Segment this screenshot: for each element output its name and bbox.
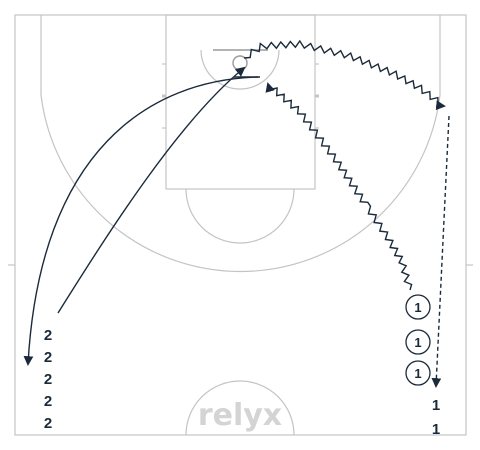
player-circle bbox=[405, 294, 431, 320]
sprint-path-dashed bbox=[431, 115, 450, 388]
watermark: relyx bbox=[198, 398, 282, 433]
court-lines bbox=[8, 14, 473, 436]
cut-path-2 bbox=[57, 66, 246, 314]
player-circle bbox=[405, 360, 431, 386]
group-1-players: 1 1 1 1 1 bbox=[405, 294, 440, 438]
player-label: 2 bbox=[44, 393, 52, 410]
free-throw-circle bbox=[185, 188, 295, 244]
pass-path-to-corner bbox=[23, 76, 259, 366]
drill-paths bbox=[23, 39, 450, 388]
player-label: 1 bbox=[432, 421, 440, 438]
dribble-path-back bbox=[265, 82, 413, 291]
player-label: 1 bbox=[432, 397, 440, 414]
player-label: 1 bbox=[414, 300, 421, 315]
player-label: 2 bbox=[44, 349, 52, 366]
paint-lane bbox=[165, 14, 316, 190]
player-label: 1 bbox=[414, 335, 421, 350]
player-label: 2 bbox=[44, 327, 52, 344]
group-2-players: 2 2 2 2 2 bbox=[44, 327, 52, 432]
player-label: 2 bbox=[44, 415, 52, 432]
player-label: 1 bbox=[414, 366, 421, 381]
three-point-line bbox=[40, 15, 441, 273]
player-label: 2 bbox=[44, 371, 52, 388]
restricted-area bbox=[200, 49, 280, 90]
player-circle bbox=[405, 329, 431, 355]
center-circle bbox=[185, 380, 295, 436]
dribble-path-top bbox=[243, 39, 446, 111]
